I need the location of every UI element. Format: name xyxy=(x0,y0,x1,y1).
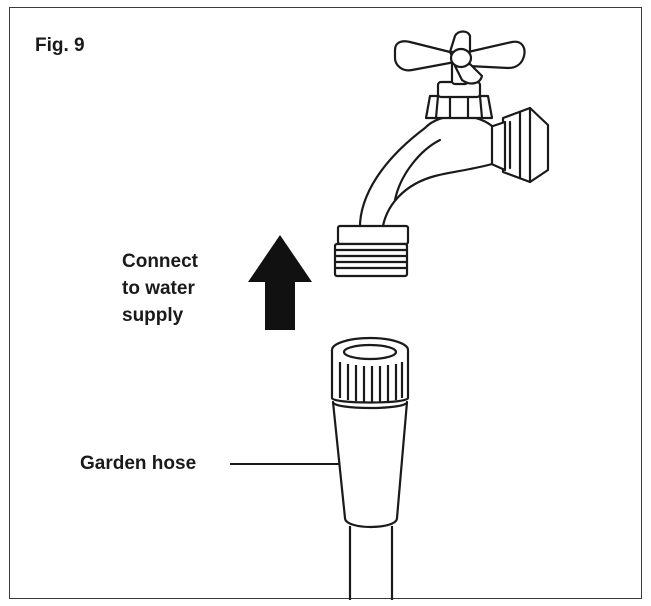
figure-label: Fig. 9 xyxy=(35,35,85,56)
up-arrow-icon xyxy=(248,235,312,330)
instruction-line-2: to water xyxy=(122,278,195,299)
figure-frame xyxy=(9,7,642,599)
instruction-line-1: Connect xyxy=(122,251,198,272)
garden-hose-icon xyxy=(330,336,410,600)
instruction-text: Connect to water supply xyxy=(122,248,198,329)
faucet-icon xyxy=(333,30,550,278)
garden-hose-label: Garden hose xyxy=(80,453,197,474)
instruction-line-3: supply xyxy=(122,305,184,326)
